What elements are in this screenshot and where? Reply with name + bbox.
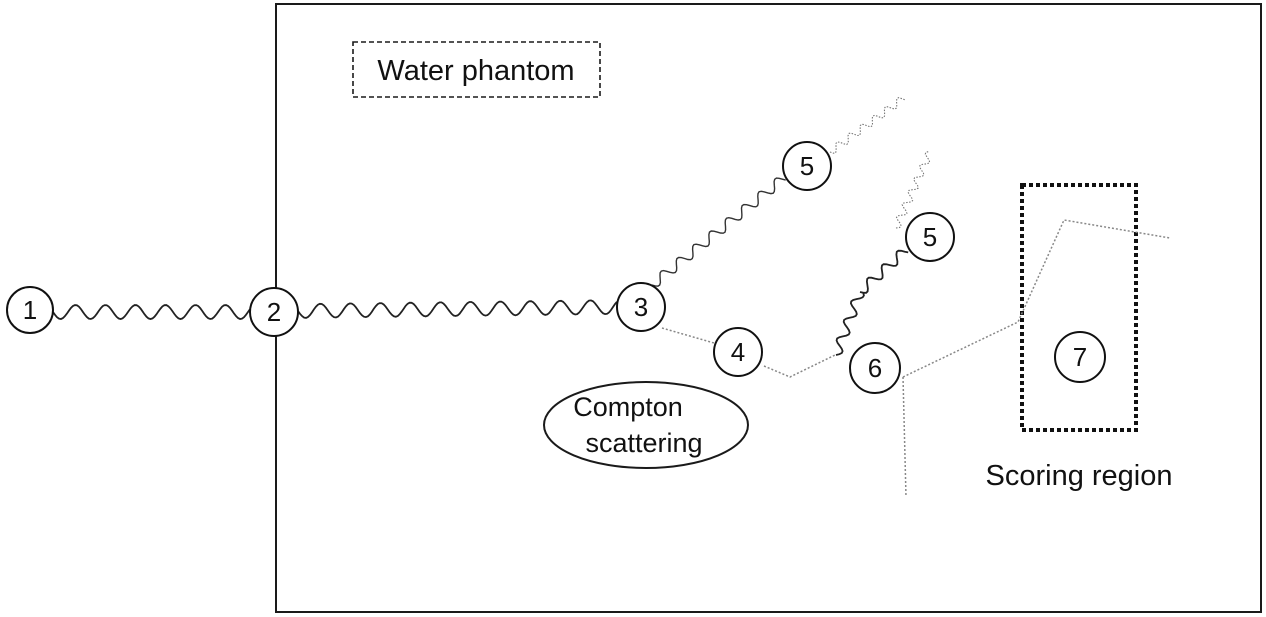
marker-6: 6 <box>849 342 901 394</box>
marker-2-label: 2 <box>267 297 281 327</box>
electron-track-segment-1 <box>661 327 715 344</box>
marker-2: 2 <box>249 287 299 337</box>
marker-7-label: 7 <box>1073 342 1087 372</box>
secondary-photon-path <box>835 249 909 356</box>
scoring-region-label: Scoring region <box>986 460 1173 492</box>
water-phantom-label: Water phantom <box>377 55 574 87</box>
marker-1-label: 1 <box>23 295 37 325</box>
water-phantom-label-box <box>352 41 601 98</box>
marker-4: 4 <box>713 327 763 377</box>
scoring-region-box <box>1020 183 1138 432</box>
marker-5-upper-label: 5 <box>800 151 814 181</box>
compton-label-line-1: Compton <box>573 392 683 422</box>
water-phantom-boundary <box>275 3 1262 613</box>
incident-photon-path-inside <box>297 299 618 319</box>
marker-7: 7 <box>1054 331 1106 383</box>
marker-5-lower-label: 5 <box>923 222 937 252</box>
electron-track-segment-2 <box>763 354 836 378</box>
scattered-photon-path-faint <box>829 97 906 154</box>
delta-ray-track <box>902 376 907 498</box>
secondary-photon-path-faint <box>895 150 931 229</box>
compton-label-line-2: scattering <box>585 428 702 458</box>
electron-track-segment-3 <box>902 219 1171 378</box>
marker-4-label: 4 <box>731 337 745 367</box>
incident-photon-path-outside <box>52 304 251 320</box>
marker-5-upper: 5 <box>782 141 832 191</box>
marker-5-lower: 5 <box>905 212 955 262</box>
scattered-photon-path <box>651 177 786 287</box>
marker-6-label: 6 <box>868 353 882 383</box>
marker-3-label: 3 <box>634 292 648 322</box>
marker-1: 1 <box>6 286 54 334</box>
marker-3: 3 <box>616 282 666 332</box>
compton-scattering-ellipse <box>543 381 749 469</box>
